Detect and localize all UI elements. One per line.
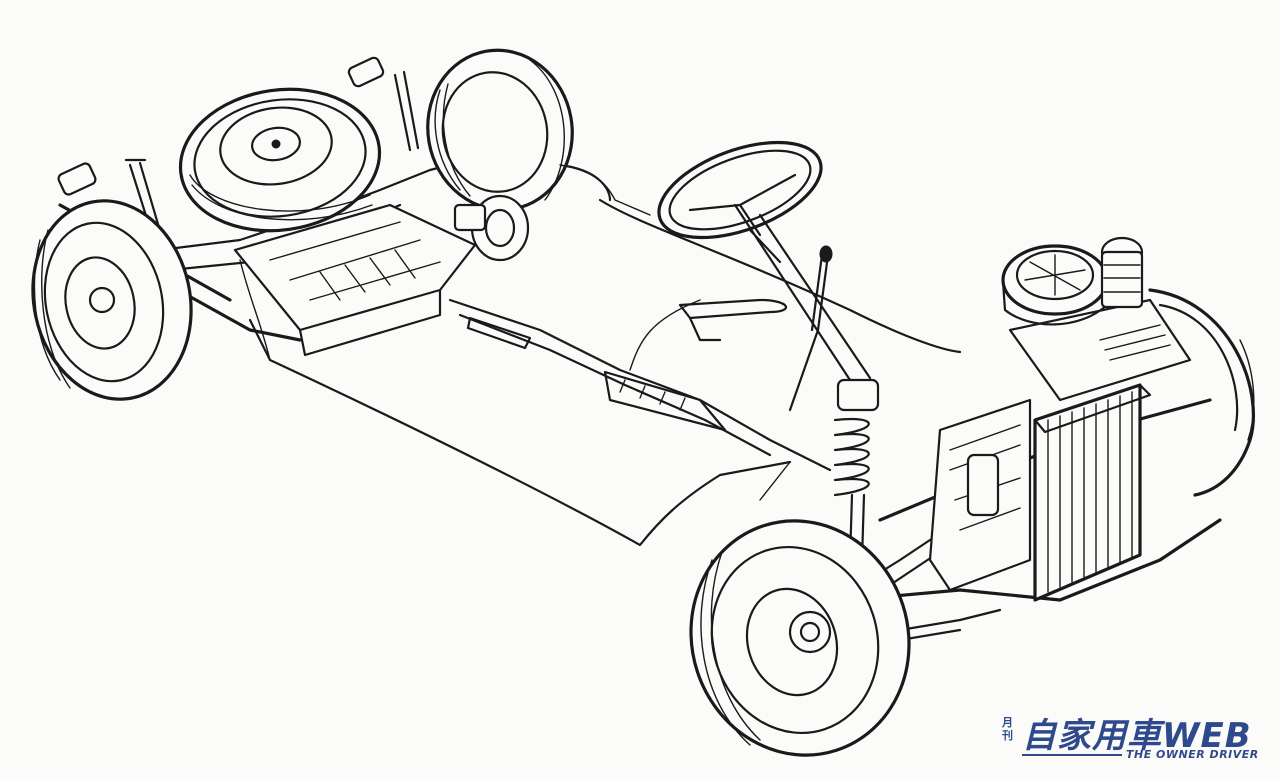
gear-shift-lever xyxy=(788,253,830,412)
engine-block xyxy=(928,398,1032,592)
steering-column xyxy=(733,203,872,382)
gear-shift-knob xyxy=(819,245,833,263)
watermark-subtitle: THE OWNER DRIVER xyxy=(1126,748,1259,761)
watermark-title: 自家用車WEB xyxy=(1022,716,1252,756)
rear-left-wheel xyxy=(31,199,193,401)
rear-shock-right xyxy=(393,70,420,152)
exhaust-pipe xyxy=(466,316,727,432)
exhaust-ribs xyxy=(619,379,686,411)
fuel-tank-ribs xyxy=(269,221,441,301)
rear-bump-stop-right xyxy=(347,56,385,88)
spare-tire xyxy=(178,87,382,233)
publisher-watermark: 月刊 自家用車WEB THE OWNER DRIVER xyxy=(1000,708,1262,770)
watermark-monthly-label: 月刊 xyxy=(1002,716,1013,742)
rear-right-wheel xyxy=(426,48,574,212)
steering-wheel xyxy=(657,140,823,240)
watermark-underline xyxy=(1022,754,1122,756)
handbrake-lever xyxy=(678,298,788,342)
brake-master-cylinder xyxy=(1100,236,1144,309)
floor-pan-outline xyxy=(248,163,962,547)
radiator xyxy=(1033,383,1152,602)
rear-differential xyxy=(453,194,530,262)
cylinder-head xyxy=(1008,298,1192,402)
driveshaft-tunnel xyxy=(448,298,832,472)
fuel-tank xyxy=(233,203,477,357)
front-right-wheel xyxy=(1148,288,1255,497)
air-cleaner xyxy=(1001,244,1109,326)
front-left-wheel xyxy=(689,519,911,757)
brake-line xyxy=(239,164,791,501)
rear-bump-stop xyxy=(57,162,97,196)
